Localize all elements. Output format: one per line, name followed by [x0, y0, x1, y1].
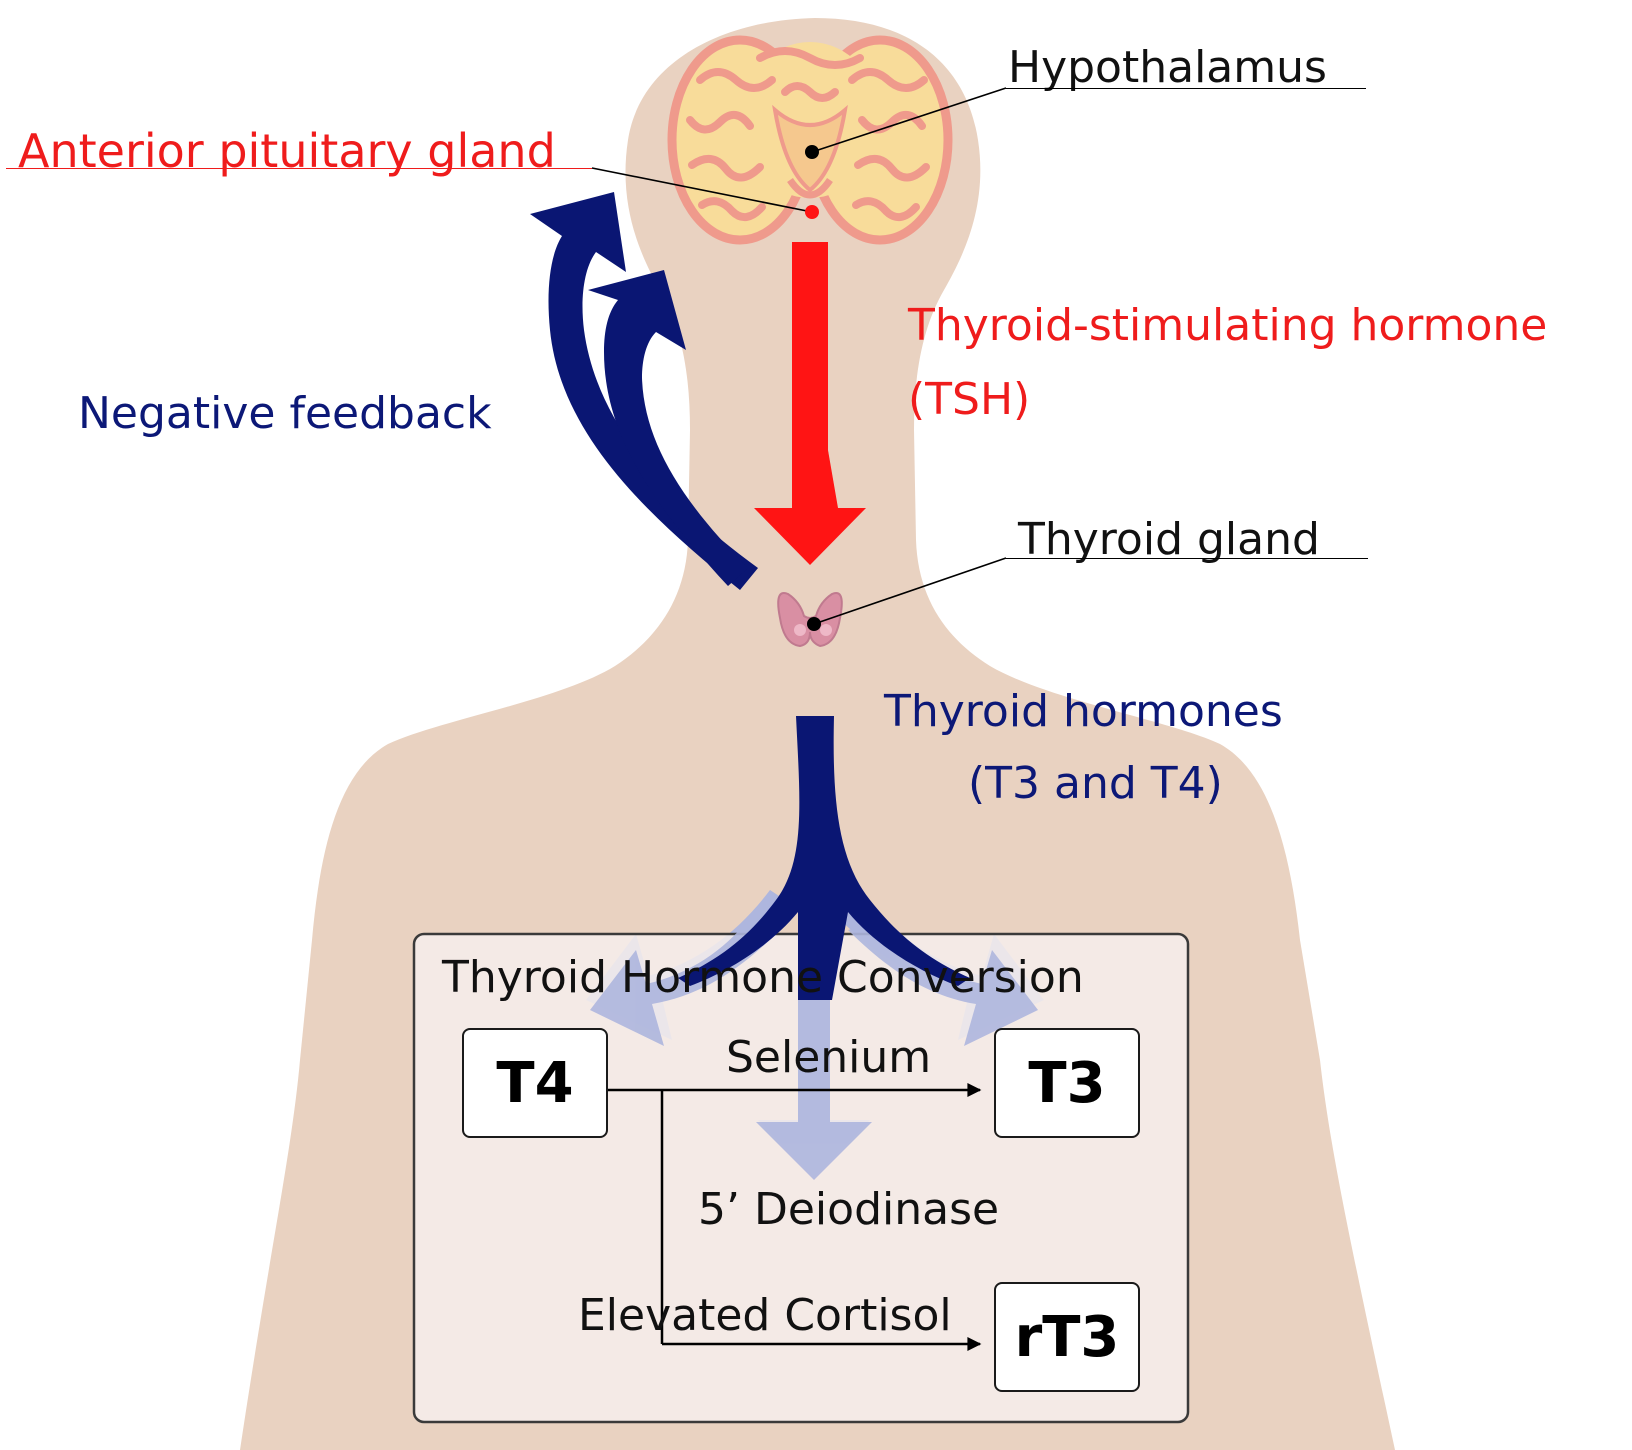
thyroid-gland-underline: [1006, 558, 1368, 559]
t4-box: T4: [462, 1028, 608, 1138]
anterior-pituitary-underline: [6, 168, 592, 169]
reaction-lines: [608, 1083, 982, 1351]
thyroid-gland-label: Thyroid gland: [1018, 514, 1320, 565]
tsh-label-line2: (TSH): [908, 374, 1031, 425]
cortisol-label: Elevated Cortisol: [578, 1290, 952, 1341]
thyroid-hormones-label-line2: (T3 and T4): [968, 758, 1223, 809]
negative-feedback-arrows: [530, 192, 758, 590]
tsh-label-line1: Thyroid-stimulating hormone: [908, 300, 1548, 351]
t4-label: T4: [496, 1050, 574, 1116]
thyroid-marker: [807, 617, 821, 631]
hypothalamus-marker: [805, 145, 819, 159]
anterior-pituitary-label: Anterior pituitary gland: [18, 124, 556, 178]
conversion-title: Thyroid Hormone Conversion: [442, 952, 1084, 1003]
hypothalamus-label: Hypothalamus: [1008, 42, 1327, 93]
rt3-label: rT3: [1014, 1304, 1120, 1370]
t3-box: T3: [994, 1028, 1140, 1138]
deiodinase-label: 5’ Deiodinase: [698, 1184, 1000, 1235]
rt3-box: rT3: [994, 1282, 1140, 1392]
leader-lines: [591, 87, 1007, 625]
selenium-label: Selenium: [726, 1032, 932, 1083]
negative-feedback-label: Negative feedback: [78, 388, 492, 439]
thyroid-hormones-label-line1: Thyroid hormones: [884, 686, 1283, 737]
hypothalamus-underline: [1006, 88, 1366, 89]
pituitary-marker: [805, 205, 819, 219]
t3-label: T3: [1028, 1050, 1106, 1116]
thyroid-hormones-arrow: [678, 716, 970, 1000]
